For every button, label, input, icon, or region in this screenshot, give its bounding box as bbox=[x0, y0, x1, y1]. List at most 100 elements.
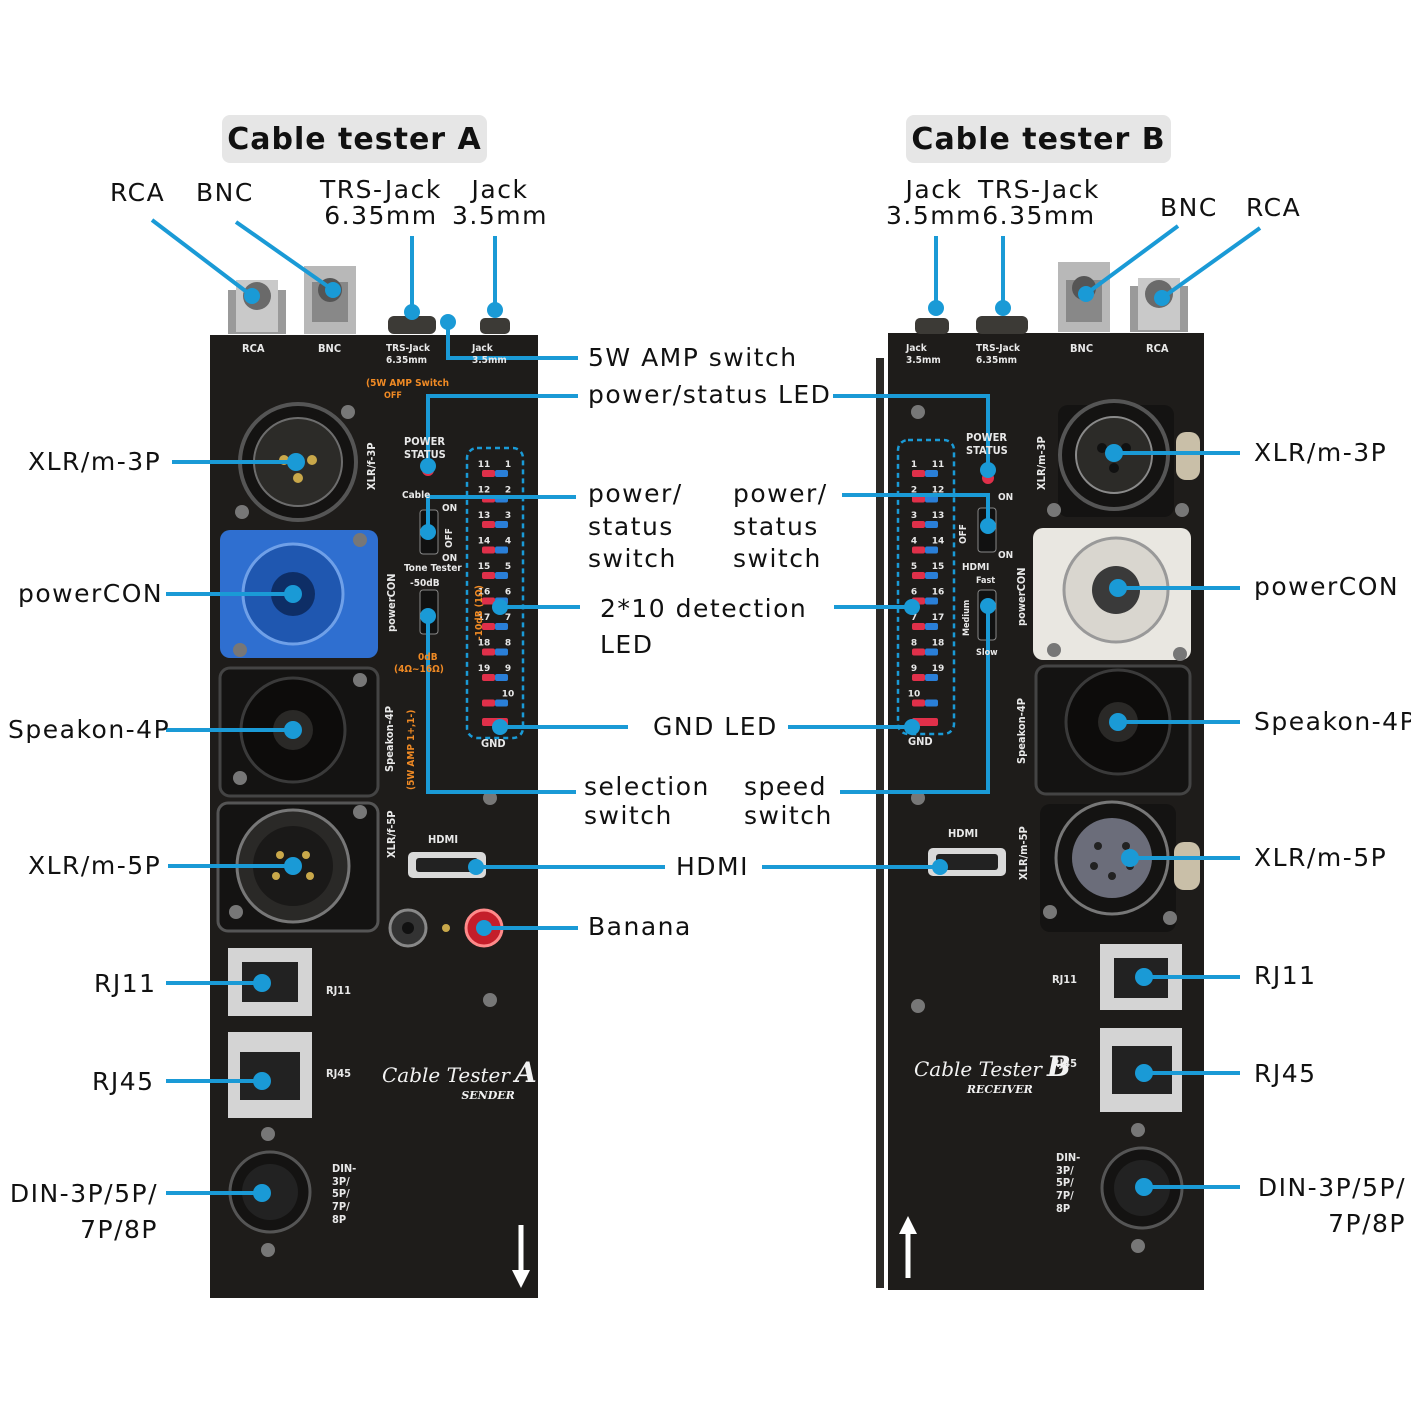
b-led-red bbox=[912, 648, 925, 656]
b-panel-rj45-label: RJ45 bbox=[1052, 1057, 1078, 1070]
a-led-number: 9 bbox=[505, 664, 511, 674]
a-panel-db50-label: -50dB bbox=[410, 578, 440, 589]
a-led-red bbox=[482, 572, 495, 579]
b-panel-power-status-label: POWER STATUS bbox=[966, 431, 1008, 457]
b-panel-xlrm3-label: XLR/m-3P bbox=[1035, 436, 1048, 490]
b-led-number: 18 bbox=[932, 639, 945, 649]
b-callout-rj45: RJ45 bbox=[1254, 1059, 1317, 1088]
a-panel-xlrf3-label: XLR/f-3P bbox=[365, 442, 378, 490]
b-panel-off-label: OFF bbox=[958, 524, 969, 544]
label-hdmi: HDMI bbox=[676, 852, 749, 881]
a-callout-jack: Jack 3.5mm bbox=[452, 175, 548, 231]
b-panel-rj11-label: RJ11 bbox=[1052, 973, 1078, 986]
b-panel-on-label: ON bbox=[998, 492, 1014, 503]
b-callout-speakon: Speakon-4P bbox=[1254, 707, 1411, 736]
label-banana: Banana bbox=[588, 912, 692, 941]
b-panel-gnd-label: GND bbox=[908, 735, 933, 748]
a-led-blue bbox=[495, 546, 508, 554]
b-led-red bbox=[912, 495, 925, 503]
b-led-red bbox=[912, 699, 925, 707]
a-led-number: 11 bbox=[478, 460, 491, 470]
a-panel-amp-label: (5W AMP 1+,1-) bbox=[406, 709, 417, 790]
b-led-red bbox=[912, 623, 925, 630]
a-led-red bbox=[482, 648, 495, 656]
a-callout-speakon: Speakon-4P bbox=[8, 715, 171, 744]
b-panel-rca-label: RCA bbox=[1146, 342, 1169, 355]
b-led-number: 3 bbox=[911, 511, 917, 521]
a-brand-letter: A bbox=[515, 1056, 537, 1089]
b-callout-rj11: RJ11 bbox=[1254, 961, 1317, 990]
b-led-blue bbox=[925, 495, 938, 503]
b-led-number: 12 bbox=[932, 486, 945, 496]
a-led-number: 3 bbox=[505, 511, 511, 521]
b-callout-xlr5: XLR/m-5P bbox=[1254, 843, 1388, 872]
b-brand: Cable Tester B RECEIVER bbox=[914, 1050, 1071, 1096]
a-led-blue bbox=[495, 648, 508, 656]
a-led-number: 18 bbox=[478, 639, 491, 649]
a-callout-xlr5: XLR/m-5P bbox=[28, 851, 162, 880]
a-callout-rj11: RJ11 bbox=[94, 969, 157, 998]
a-brand-name: Cable Tester bbox=[382, 1063, 510, 1087]
b-panel-speakon-label: Speakon-4P bbox=[1015, 698, 1028, 764]
a-panel-xlrf5-label: XLR/f-5P bbox=[385, 810, 398, 858]
b-panel-jack-label: Jack 3.5mm bbox=[906, 343, 941, 366]
a-led-number: 19 bbox=[478, 664, 491, 674]
a-led-blue bbox=[495, 572, 508, 579]
b-panel-on2-label: ON bbox=[998, 550, 1014, 561]
a-panel-cable-label: Cable bbox=[402, 490, 431, 501]
b-led-blue bbox=[925, 470, 938, 477]
a-led-number: 6 bbox=[505, 588, 511, 598]
a-panel-on2-label: ON bbox=[442, 553, 458, 564]
b-callout-trs: TRS-Jack 6.35mm bbox=[978, 175, 1100, 231]
label-power-status-switch-a: power/ status switch bbox=[588, 479, 683, 573]
b-brand-sub: RECEIVER bbox=[966, 1083, 1033, 1096]
b-panel-fast-label: Fast bbox=[976, 576, 996, 586]
a-callout-din: DIN-3P/5P/ 7P/8P bbox=[9, 1179, 158, 1245]
b-led-number: 5 bbox=[911, 562, 917, 572]
a-brand: Cable Tester A SENDER bbox=[382, 1056, 537, 1102]
b-led-blue bbox=[925, 674, 938, 681]
a-panel-rca-label: RCA bbox=[242, 342, 265, 355]
b-callout-jack: Jack 3.5mm bbox=[886, 175, 982, 231]
a-led-number: 8 bbox=[505, 639, 511, 649]
b-callout-din: DIN-3P/5P/ 7P/8P bbox=[1257, 1173, 1406, 1239]
a-led-red bbox=[482, 597, 495, 605]
a-led-number: 4 bbox=[505, 537, 511, 547]
a-panel-powercon-label: powerCON bbox=[385, 573, 398, 632]
b-led-number: 9 bbox=[911, 664, 917, 674]
b-panel-din-label: DIN- 3P/ 5P/ 7P/ 8P bbox=[1056, 1151, 1081, 1215]
a-callout-bnc: BNC bbox=[196, 178, 254, 207]
a-panel-ohm-label: (4Ω~16Ω) bbox=[394, 664, 444, 675]
a-panel-db0-label: 0dB bbox=[418, 652, 438, 663]
a-panel-power-status-label: POWER STATUS bbox=[404, 435, 446, 461]
a-led-blue bbox=[495, 674, 508, 681]
a-led-number: 1 bbox=[505, 460, 511, 470]
b-led-red bbox=[912, 572, 925, 579]
b-led-number: 15 bbox=[932, 562, 945, 572]
b-led-number: 11 bbox=[932, 460, 945, 470]
label-gnd-led: GND LED bbox=[653, 712, 778, 741]
a-led-number: 12 bbox=[478, 486, 491, 496]
b-led-blue bbox=[925, 572, 938, 579]
a-callout-trs: TRS-Jack 6.35mm bbox=[320, 175, 442, 231]
tester-b-title: Cable tester B bbox=[906, 115, 1171, 163]
b-panel-powercon-label: powerCON bbox=[1015, 567, 1028, 626]
a-led-red bbox=[482, 699, 495, 707]
a-panel-rj45-label: RJ45 bbox=[326, 1067, 352, 1080]
a-callout-powercon: powerCON bbox=[18, 579, 164, 608]
b-led-number: 14 bbox=[932, 537, 945, 547]
a-led-blue bbox=[495, 699, 508, 707]
a-led-red bbox=[482, 470, 495, 477]
b-led-number: 4 bbox=[911, 537, 917, 547]
tester-a-title: Cable tester A bbox=[222, 115, 487, 163]
a-led-red bbox=[482, 674, 495, 681]
b-panel-trs-label: TRS-Jack 6.35mm bbox=[976, 343, 1021, 366]
a-led-red bbox=[482, 623, 495, 630]
a-panel-tone-label: Tone Tester bbox=[404, 563, 462, 574]
b-led-red bbox=[912, 674, 925, 681]
a-led-number: 13 bbox=[478, 511, 491, 521]
b-led-number: 19 bbox=[932, 664, 945, 674]
b-led-red bbox=[912, 470, 925, 477]
b-led-red bbox=[912, 546, 925, 554]
b-panel-medium-label: Medium bbox=[962, 599, 972, 636]
